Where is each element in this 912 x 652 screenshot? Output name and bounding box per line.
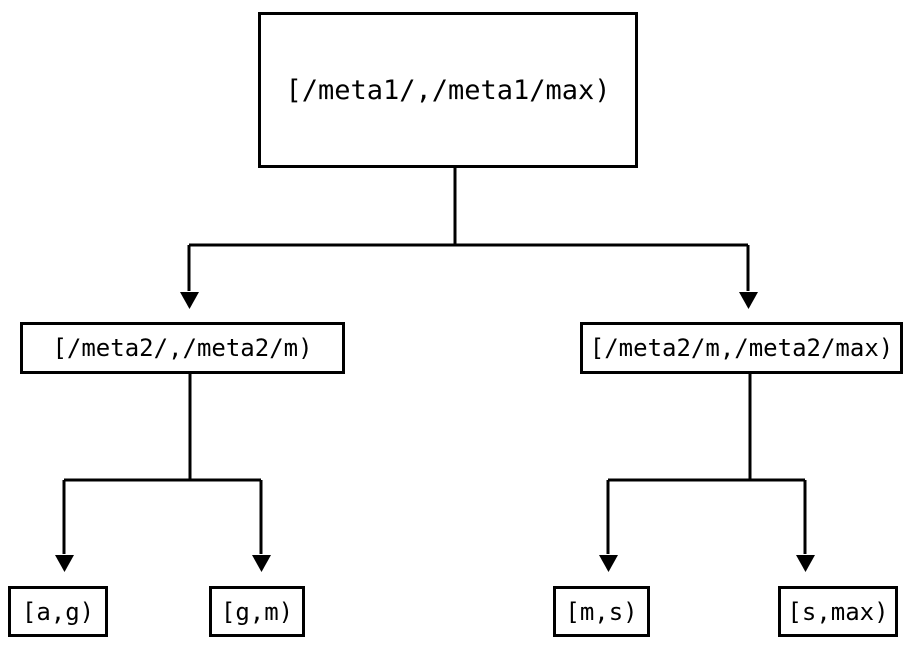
arrowhead-icon-leaf-2 (252, 555, 271, 572)
arrowhead-icon-mid-left (180, 292, 199, 309)
tree-node-leaf-4-label: [s,max) (787, 597, 889, 626)
tree-node-root-label: [/meta1/,/meta1/max) (285, 74, 611, 106)
tree-node-leaf-3[interactable]: [m,s) (553, 586, 650, 637)
tree-node-leaf-2[interactable]: [g,m) (209, 586, 305, 637)
tree-node-leaf-4[interactable]: [s,max) (778, 586, 898, 637)
tree-node-mid-left-label: [/meta2/,/meta2/m) (52, 334, 313, 362)
arrowhead-icon-leaf-1 (55, 555, 74, 572)
edge-mid-left-to-leaves (55, 374, 271, 572)
tree-node-mid-right[interactable]: [/meta2/m,/meta2/max) (580, 322, 903, 374)
tree-node-mid-right-label: [/meta2/m,/meta2/max) (589, 334, 894, 362)
tree-node-mid-left[interactable]: [/meta2/,/meta2/m) (20, 322, 345, 374)
arrowhead-icon-mid-right (739, 292, 758, 309)
tree-node-leaf-1-label: [a,g) (21, 597, 95, 626)
edge-root-to-level2 (180, 168, 758, 309)
arrowhead-icon-leaf-3 (599, 555, 618, 572)
tree-node-leaf-1[interactable]: [a,g) (8, 586, 108, 637)
edge-mid-right-to-leaves (599, 374, 815, 572)
tree-node-root[interactable]: [/meta1/,/meta1/max) (258, 12, 638, 168)
tree-node-leaf-3-label: [m,s) (565, 597, 638, 626)
arrowhead-icon-leaf-4 (796, 555, 815, 572)
tree-node-leaf-2-label: [g,m) (220, 597, 294, 626)
